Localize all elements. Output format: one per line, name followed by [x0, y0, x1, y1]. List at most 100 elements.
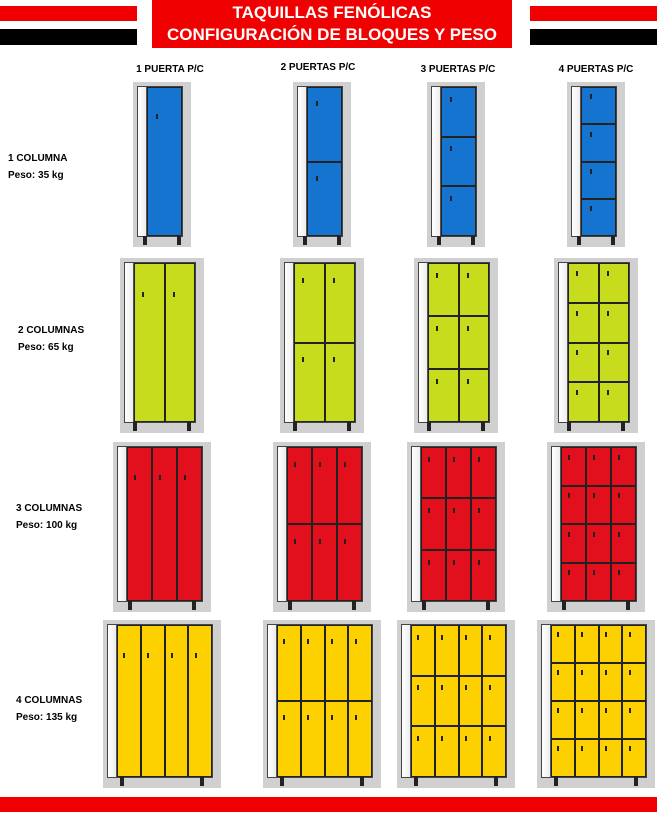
locker-body: [411, 446, 497, 610]
locker-door: [598, 701, 623, 739]
locker-door: [586, 485, 611, 524]
locker-door: [152, 447, 177, 601]
locker-door: [598, 342, 629, 383]
locker-body: [541, 624, 647, 786]
locker-front: [307, 87, 342, 236]
locker-door: [574, 663, 599, 701]
locker-door: [164, 263, 195, 422]
locker-door: [287, 447, 312, 524]
locker-door: [277, 701, 301, 777]
locker-4col-4door: [537, 620, 655, 788]
locker-leg: [625, 601, 630, 610]
locker-door: [324, 342, 355, 422]
locker-leg: [414, 777, 419, 786]
locker-door: [568, 263, 599, 303]
locker-door: [611, 447, 636, 486]
locker-door: [411, 726, 435, 777]
locker-door: [446, 447, 471, 499]
locker-door: [581, 124, 616, 162]
left-black-stripe: [0, 29, 137, 45]
locker-front: [428, 263, 489, 422]
locker-side: [552, 447, 561, 601]
locker-leg: [280, 777, 285, 786]
locker-door: [348, 625, 372, 701]
locker-leg: [633, 777, 638, 786]
locker-door: [421, 549, 446, 601]
locker-front: [581, 87, 616, 236]
locker-front: [568, 263, 629, 422]
locker-leg: [288, 601, 293, 610]
locker-side: [118, 447, 127, 601]
locker-front: [551, 625, 646, 777]
locker-3col-2door: [273, 442, 371, 612]
locker-door: [312, 447, 337, 524]
locker-1col-3door: [427, 82, 485, 247]
locker-door: [411, 675, 435, 727]
locker-body: [418, 262, 490, 431]
locker-body: [267, 624, 373, 786]
locker-door: [287, 524, 312, 601]
locker-leg: [422, 601, 427, 610]
locker-door: [348, 701, 372, 777]
locker-door: [611, 524, 636, 563]
locker-leg: [120, 777, 125, 786]
locker-door: [598, 302, 629, 343]
row-columns: 3 COLUMNAS: [16, 503, 83, 514]
locker-3col-4door: [547, 442, 645, 612]
locker-front: [421, 447, 496, 601]
locker-door: [581, 161, 616, 199]
column-header-3: 3 PUERTAS P/C: [420, 64, 496, 75]
locker-door: [568, 382, 599, 422]
locker-leg: [427, 422, 432, 431]
locker-front: [294, 263, 355, 422]
locker-body: [431, 86, 477, 245]
locker-door: [441, 186, 476, 236]
locker-door: [458, 369, 489, 422]
locker-leg: [293, 422, 298, 431]
locker-door: [482, 675, 506, 727]
locker-door: [598, 739, 623, 777]
locker-side: [559, 263, 568, 422]
locker-door: [337, 447, 362, 524]
locker-door: [324, 263, 355, 343]
locker-leg: [336, 236, 341, 245]
locker-2col-4door: [554, 258, 638, 433]
locker-body: [117, 446, 203, 610]
locker-door: [164, 625, 189, 777]
column-header-1: 1 PUERTA P/C: [136, 64, 204, 75]
locker-door: [324, 701, 349, 777]
locker-door: [446, 498, 471, 550]
locker-leg: [186, 422, 191, 431]
locker-side: [125, 263, 134, 422]
locker-front: [287, 447, 362, 601]
locker-door: [568, 342, 599, 383]
locker-door: [574, 701, 599, 739]
page-title: TAQUILLAS FENÓLICAS CONFIGURACIÓN DE BLO…: [152, 0, 512, 48]
locker-leg: [303, 236, 308, 245]
locker-side: [298, 87, 307, 236]
locker-door: [446, 549, 471, 601]
locker-door: [188, 625, 212, 777]
left-red-stripe: [0, 6, 137, 21]
locker-1col-4door: [567, 82, 625, 247]
locker-3col-1door: [113, 442, 211, 612]
locker-side: [268, 625, 277, 777]
locker-door: [622, 739, 646, 777]
locker-front: [127, 447, 202, 601]
locker-door: [428, 369, 459, 422]
locker-front: [411, 625, 506, 777]
locker-front: [441, 87, 476, 236]
locker-leg: [485, 601, 490, 610]
locker-door: [471, 549, 496, 601]
locker-door: [458, 726, 483, 777]
locker-body: [284, 262, 356, 431]
locker-front: [561, 447, 636, 601]
locker-door: [598, 625, 623, 663]
locker-body: [107, 624, 213, 786]
locker-door: [586, 524, 611, 563]
locker-door: [611, 485, 636, 524]
locker-door: [428, 263, 459, 316]
locker-side: [432, 87, 441, 236]
